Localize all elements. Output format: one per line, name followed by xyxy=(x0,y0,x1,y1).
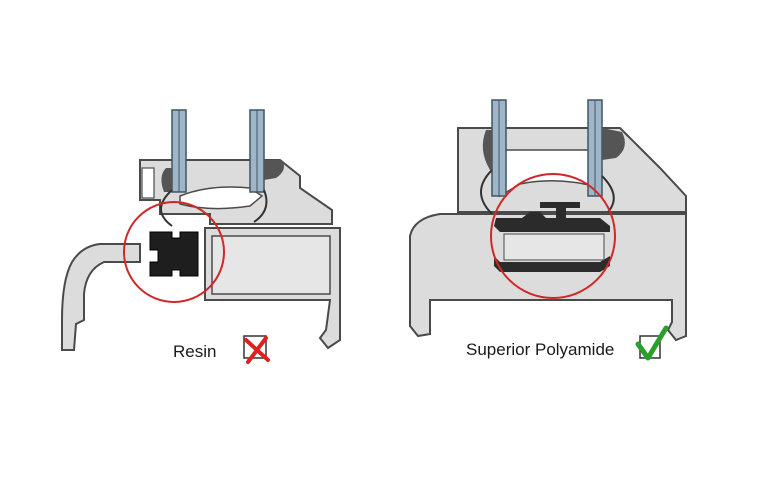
polyamide-t-connector xyxy=(540,202,580,218)
polyamide-strip-bottom xyxy=(494,256,610,272)
cross-icon xyxy=(243,335,270,364)
resin-label: Resin xyxy=(173,342,217,361)
polyamide-highlight-circle xyxy=(490,173,616,299)
polyamide-window-profile xyxy=(409,99,687,342)
resin-edge-chamber xyxy=(141,167,155,199)
resin-curved-sill xyxy=(61,243,141,351)
resin-frame-chamber xyxy=(211,235,331,295)
polyamide-gasket-right xyxy=(602,128,625,160)
check-icon xyxy=(635,325,669,361)
polyamide-gasket-left xyxy=(482,130,492,170)
resin-gasket-left xyxy=(161,168,172,192)
resin-highlight-circle xyxy=(123,201,225,303)
polyamide-strip-top xyxy=(494,212,610,232)
polyamide-insulation-chamber xyxy=(503,233,605,261)
polyamide-label: Superior Polyamide xyxy=(466,340,615,359)
resin-thermal-break xyxy=(149,231,199,277)
polyamide-frame xyxy=(409,213,687,342)
resin-gasket-right xyxy=(264,160,284,180)
resin-window-profile xyxy=(61,109,341,351)
